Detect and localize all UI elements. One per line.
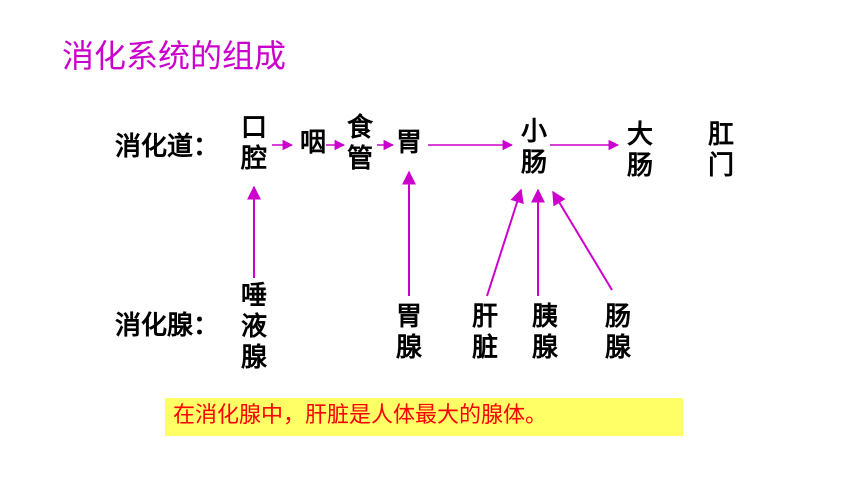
gland-pancreas: 胰腺 bbox=[531, 302, 558, 363]
gland-liver: 肝脏 bbox=[471, 302, 498, 363]
slide-title: 消化系统的组成 bbox=[62, 37, 287, 75]
organ-stomach: 胃 bbox=[395, 128, 422, 158]
organ-esophagus: 食管 bbox=[346, 113, 373, 174]
note-text: 在消化腺中，肝脏是人体最大的腺体。 bbox=[173, 403, 548, 428]
arrow-intestinal-to-small-intestine bbox=[552, 190, 613, 291]
arrow-liver-to-small-intestine bbox=[486, 188, 524, 297]
digestive-tract-label: 消化道： bbox=[115, 132, 220, 162]
organ-small-intestine: 小肠 bbox=[520, 117, 547, 178]
gland-salivary: 唾液腺 bbox=[240, 281, 267, 373]
gland-gastric: 胃腺 bbox=[395, 302, 422, 363]
gland-intestinal: 肠腺 bbox=[604, 302, 631, 363]
note-highlight bbox=[165, 398, 683, 436]
organ-mouth: 口腔 bbox=[240, 113, 267, 174]
organ-large-intestine: 大肠 bbox=[626, 120, 653, 181]
digestive-glands-label: 消化腺： bbox=[115, 311, 220, 341]
organ-anus: 肛门 bbox=[707, 120, 734, 181]
organ-pharynx: 咽 bbox=[299, 128, 326, 158]
